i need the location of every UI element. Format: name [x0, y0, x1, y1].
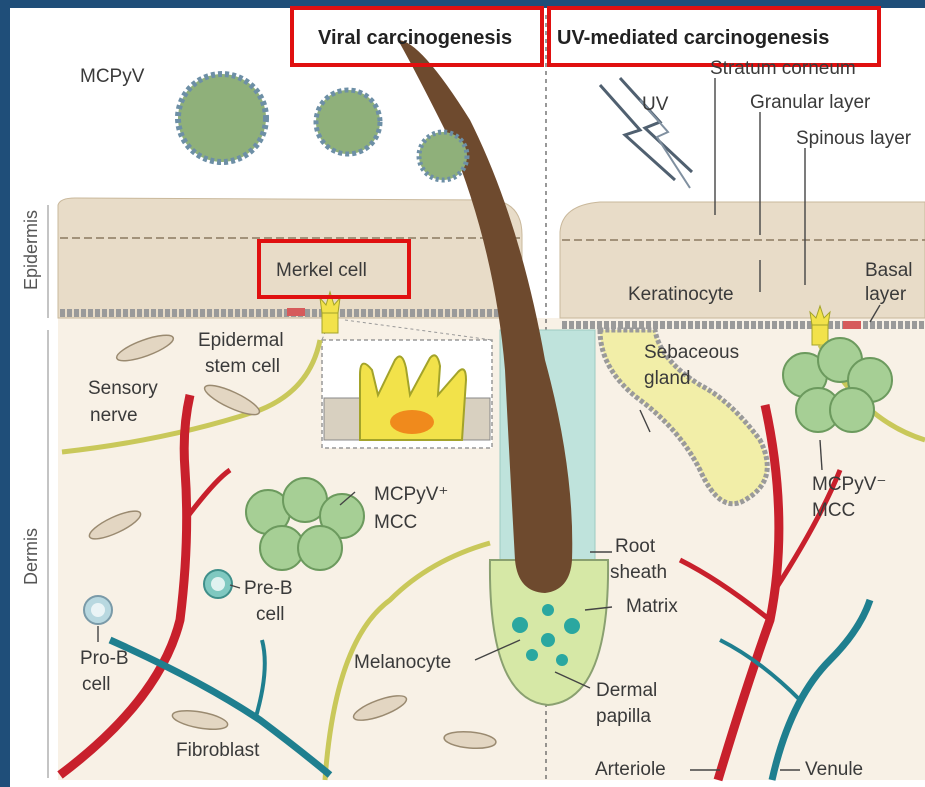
- label-sensory-nerve-1: Sensory: [88, 378, 158, 399]
- label-pre-b-cell-1: Pre-B: [244, 578, 293, 599]
- label-granular-layer: Granular layer: [750, 92, 871, 113]
- label-root-sheath-1: Root: [615, 536, 656, 557]
- label-basal-layer-2: layer: [865, 284, 907, 305]
- label-pro-b-cell-1: Pro-B: [80, 648, 129, 669]
- label-pre-b-cell-2: cell: [256, 604, 285, 625]
- label-mcpyv-pos-mcc-1: MCPyV⁺: [374, 484, 448, 505]
- label-venule: Venule: [805, 759, 863, 780]
- stem-cell-marker-right: [843, 321, 861, 329]
- inset-cell-left: [324, 398, 362, 440]
- inset-merkel-nucleus: [390, 410, 434, 434]
- label-sebaceous-gland-1: Sebaceous: [644, 342, 739, 363]
- label-mcpyv-pos-mcc-2: MCC: [374, 512, 417, 533]
- label-mcpyv-neg-mcc-1: MCPyV⁻: [812, 474, 886, 495]
- virus-particle-small: [419, 132, 467, 180]
- label-mcpyv-neg-mcc-2: MCC: [812, 500, 855, 521]
- label-mcpyv: MCPyV: [80, 66, 145, 87]
- label-stratum-corneum: Stratum corneum: [710, 58, 856, 79]
- title-uv-carcinogenesis: UV-mediated carcinogenesis: [557, 27, 829, 49]
- label-dermal-papilla-1: Dermal: [596, 680, 657, 701]
- stem-cell-marker-left: [287, 308, 305, 316]
- label-sensory-nerve-2: nerve: [90, 405, 138, 426]
- label-keratinocyte: Keratinocyte: [628, 284, 734, 305]
- label-spinous-layer: Spinous layer: [796, 128, 912, 149]
- label-matrix: Matrix: [626, 596, 678, 617]
- label-uv: UV: [642, 94, 669, 115]
- pre-b-cell: [204, 570, 232, 598]
- pro-b-cell: [84, 596, 112, 624]
- epidermis-left: [58, 198, 522, 318]
- label-sebaceous-gland-2: gland: [644, 368, 691, 389]
- label-basal-layer-1: Basal: [865, 260, 913, 281]
- label-fibroblast: Fibroblast: [176, 740, 260, 761]
- virus-particle-large: [178, 74, 266, 162]
- label-pro-b-cell-2: cell: [82, 674, 111, 695]
- label-melanocyte: Melanocyte: [354, 652, 451, 673]
- virus-particle-medium: [316, 90, 380, 154]
- label-epidermis: Epidermis: [21, 210, 41, 290]
- label-dermis: Dermis: [21, 528, 41, 585]
- label-epidermal-stem-cell-2: stem cell: [205, 356, 280, 377]
- label-root-sheath-2: sheath: [610, 562, 667, 583]
- label-merkel-cell: Merkel cell: [276, 260, 367, 281]
- label-dermal-papilla-2: papilla: [596, 706, 651, 727]
- title-viral-carcinogenesis: Viral carcinogenesis: [318, 27, 512, 49]
- label-arteriole: Arteriole: [595, 759, 666, 780]
- label-epidermal-stem-cell-1: Epidermal: [198, 330, 284, 351]
